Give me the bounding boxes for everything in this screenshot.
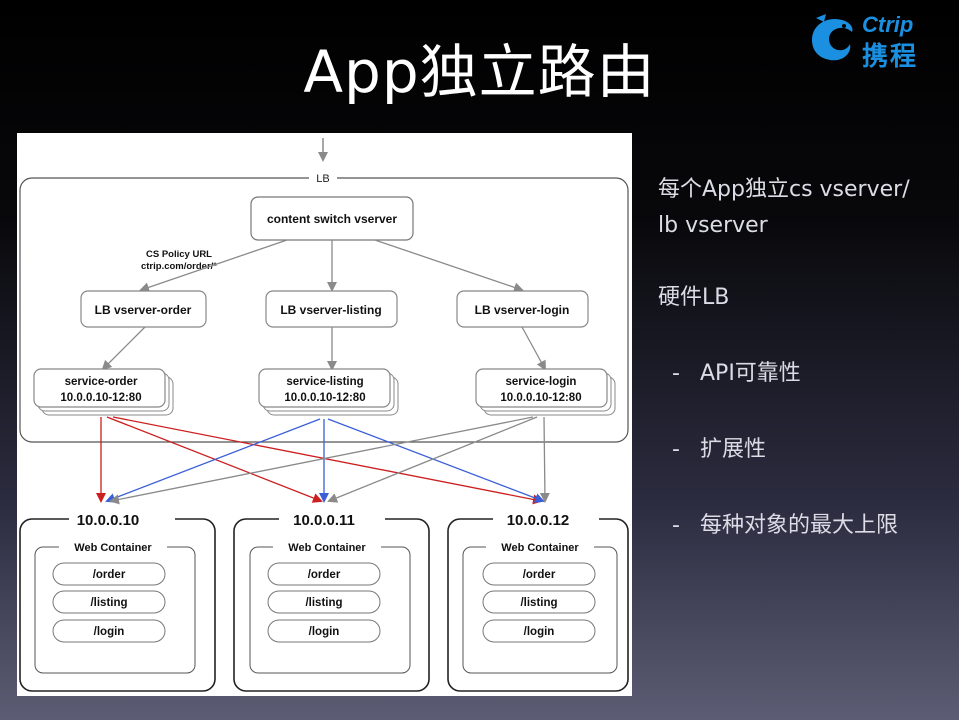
host-ip: 10.0.0.11 [293, 512, 355, 529]
ctrip-logo: Ctrip 携程 [804, 10, 950, 72]
lb-vserver-login: LB vserver-login [456, 290, 589, 328]
sub-bullet: - 扩展性 [658, 432, 948, 468]
architecture-diagram: LB content switch vserver CS Policy URL … [17, 133, 632, 696]
service-name: service-listing [286, 376, 363, 388]
dash-marker: - [672, 361, 680, 386]
path-order: /order [93, 569, 126, 581]
host-10-0-0-12: 10.0.0.12 Web Container /order /listing … [447, 510, 629, 692]
bullet-list: 每个App独立cs vserver/ lb vserver 硬件LB - API… [658, 172, 948, 544]
lb-vserver-listing: LB vserver-listing [265, 290, 398, 328]
service-addr: 10.0.0.10-12:80 [500, 392, 581, 404]
container-label: Web Container [288, 542, 366, 554]
path-login: /login [524, 626, 555, 638]
service-order: service-order 10.0.0.10-12:80 [33, 368, 174, 416]
logo-wordmark: Ctrip [862, 12, 914, 37]
path-order: /order [523, 569, 556, 581]
bullet-heading: 硬件LB [658, 285, 730, 310]
host-ip: 10.0.0.10 [77, 512, 140, 529]
container-label: Web Container [74, 542, 152, 554]
host-10-0-0-11: 10.0.0.11 Web Container /order /listing … [233, 510, 430, 692]
service-addr: 10.0.0.10-12:80 [60, 392, 141, 404]
dash-marker: - [672, 437, 680, 462]
service-addr: 10.0.0.10-12:80 [284, 392, 365, 404]
service-listing: service-listing 10.0.0.10-12:80 [258, 368, 399, 416]
path-listing: /listing [520, 597, 557, 609]
service-name: service-order [65, 376, 138, 388]
path-login: /login [309, 626, 340, 638]
vserver-label: LB vserver-order [95, 303, 192, 317]
content-switch-vserver: content switch vserver [250, 196, 414, 241]
policy-title: CS Policy URL [146, 249, 212, 260]
vserver-label: LB vserver-login [475, 303, 570, 317]
slide-title: App独立路由 [303, 38, 656, 106]
routing-edges [96, 416, 550, 505]
lb-vserver-order: LB vserver-order [80, 290, 207, 328]
logo-chinese: 携程 [862, 42, 919, 72]
path-listing: /listing [305, 597, 342, 609]
lb-label: LB [316, 173, 329, 185]
path-login: /login [94, 626, 125, 638]
sub-bullet: - 每种对象的最大上限 [658, 508, 948, 544]
service-name: service-login [506, 376, 577, 388]
vserver-label: LB vserver-listing [280, 303, 381, 317]
path-listing: /listing [90, 597, 127, 609]
content-switch-label: content switch vserver [267, 212, 397, 226]
sub-bullet-text: 扩展性 [700, 437, 767, 462]
bullet-line: lb vserver [658, 213, 768, 238]
policy-url: ctrip.com/order/* [141, 261, 217, 272]
dolphin-icon [812, 14, 853, 61]
host-ip: 10.0.0.12 [507, 512, 570, 529]
sub-bullet-text: 每种对象的最大上限 [700, 513, 899, 538]
sub-bullet-text: API可靠性 [700, 361, 801, 386]
bullet-line: 每个App独立cs vserver/ [658, 177, 910, 202]
host-10-0-0-10: 10.0.0.10 Web Container /order /listing … [19, 510, 216, 692]
service-login: service-login 10.0.0.10-12:80 [475, 368, 616, 416]
sub-bullet: - API可靠性 [658, 356, 948, 392]
dash-marker: - [672, 513, 680, 538]
path-order: /order [308, 569, 341, 581]
container-label: Web Container [501, 542, 579, 554]
